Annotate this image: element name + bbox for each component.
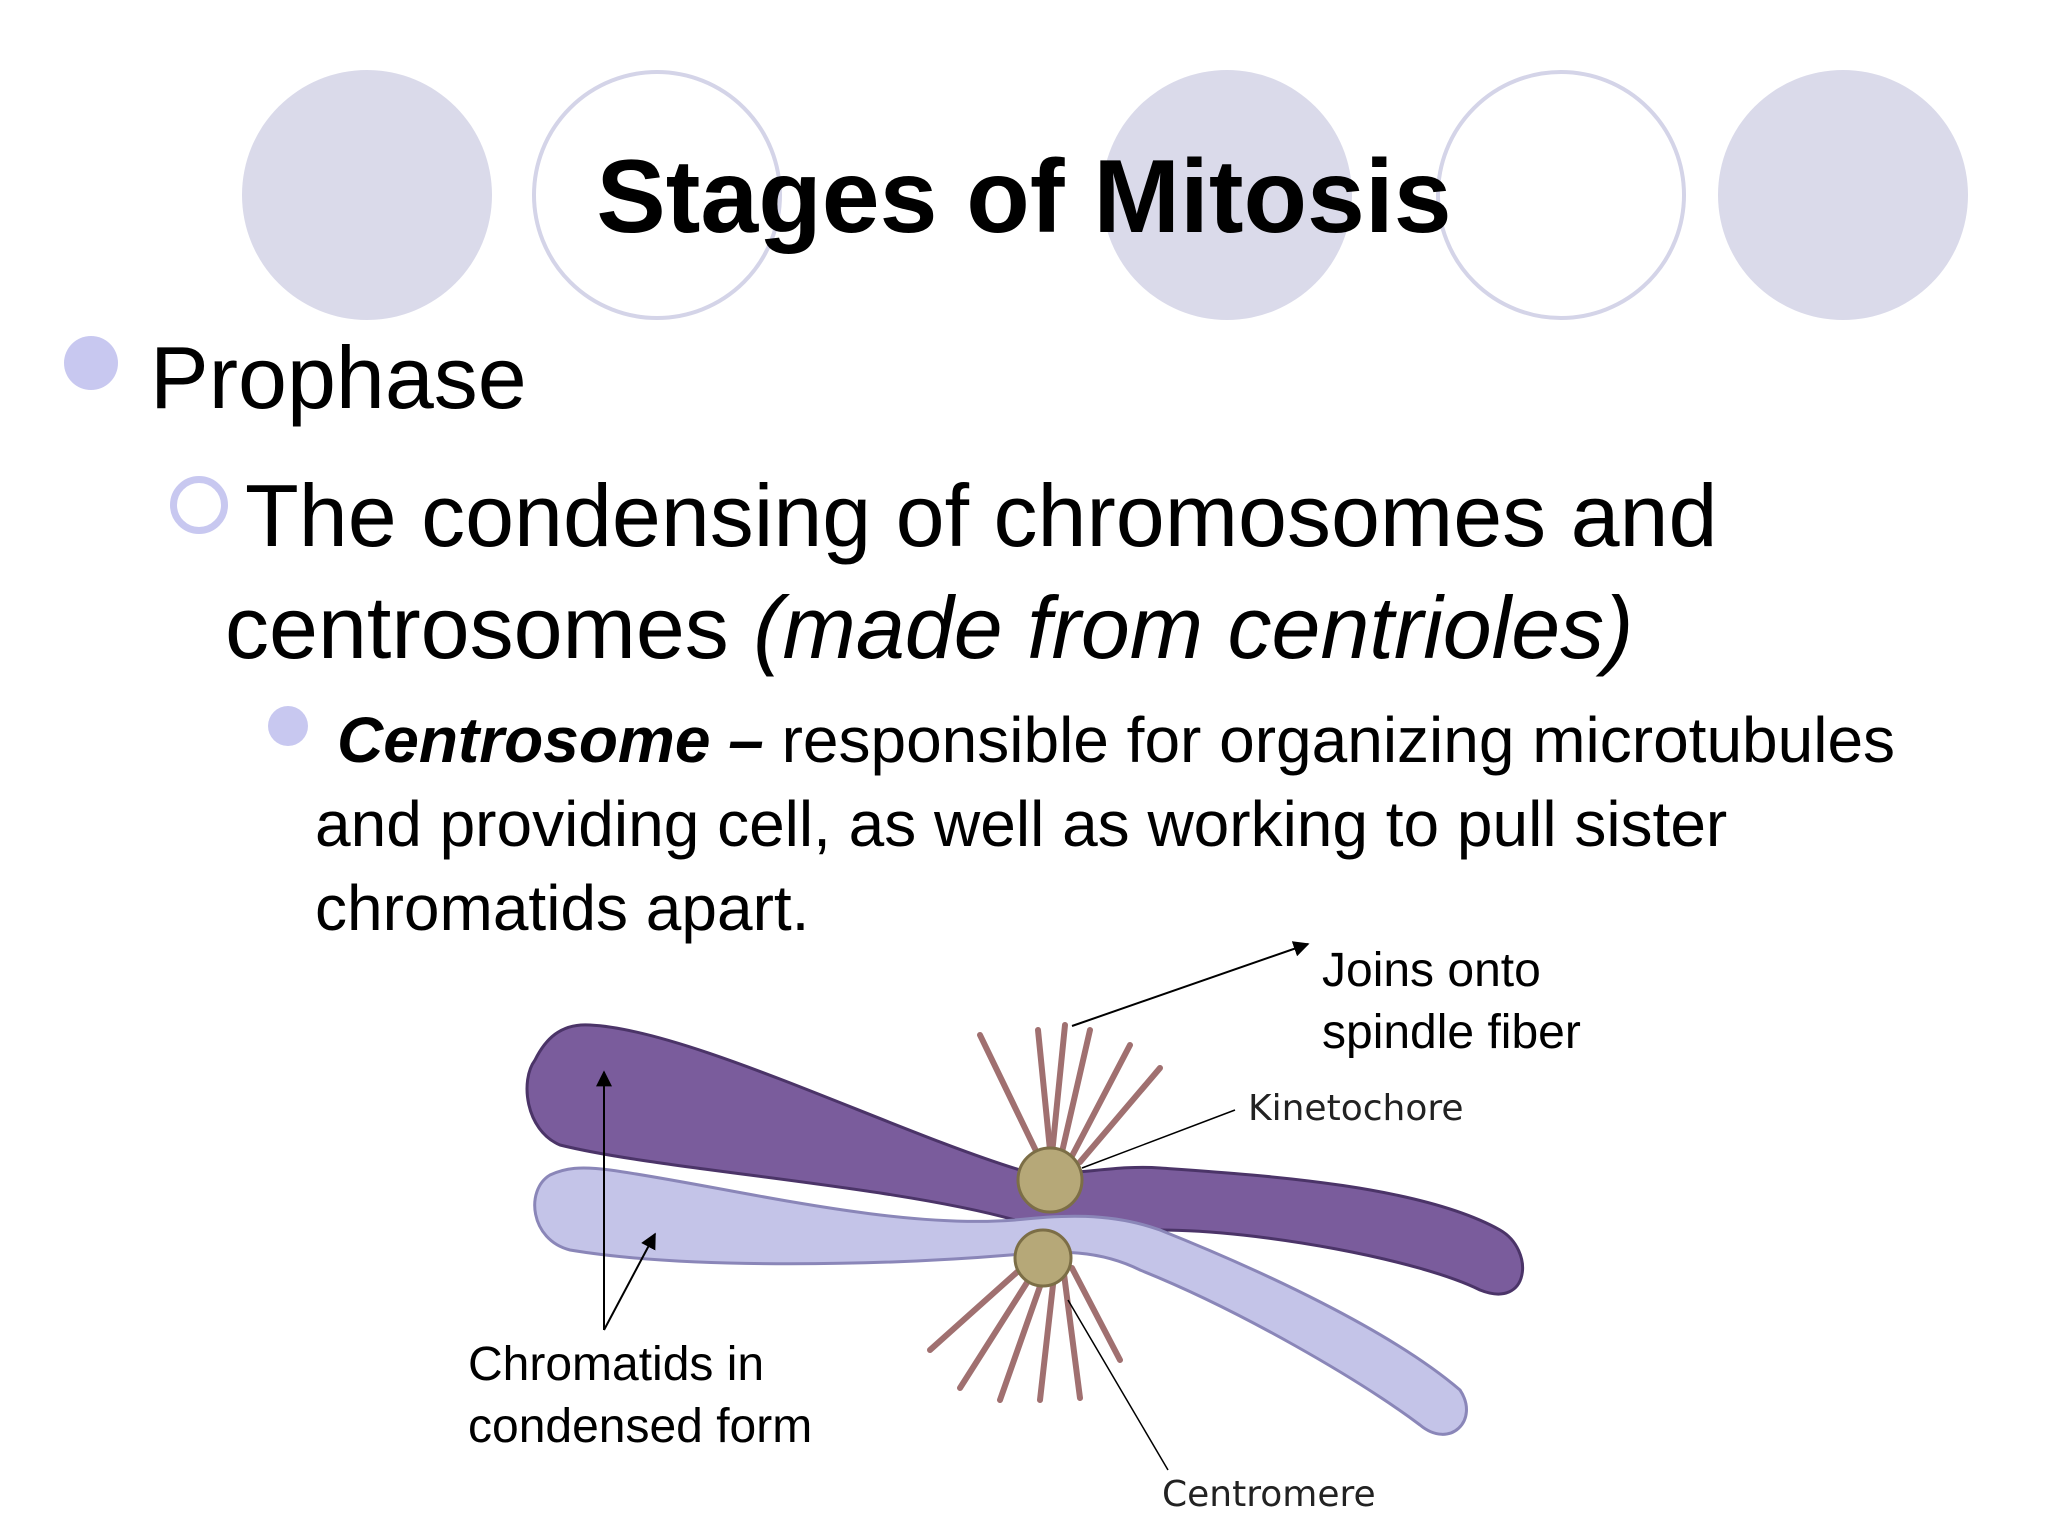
chromatid-pointer-2 [603,1232,656,1331]
chromatid-light [533,1166,1468,1436]
centrosome-description: responsible for organizing microtubules … [315,704,1896,944]
label-chromatids-line1: Chromatids in [468,1338,765,1391]
bullet-centrosome: Centrosome – responsible for organizing … [315,698,1975,950]
label-spindle-fiber: Joins onto spindle fiber [1322,940,1581,1064]
bullet-condensing-text: The condensing of chromosomes and centro… [225,466,1718,677]
label-spindle-line2: spindle fiber [1322,1006,1581,1059]
spindle-fibers-bottom [927,1262,1123,1403]
bullet-condensing: The condensing of chromosomes and centro… [225,460,1945,684]
decor-circle-1 [242,70,492,320]
decor-ring-1 [532,70,782,320]
bullet-dot-small-icon [268,706,308,746]
bullet-condensing-italic: (made from centrioles) [753,578,1634,677]
kinetochore-bottom [1013,1228,1073,1288]
label-spindle-line1: Joins onto [1322,944,1541,997]
bullet-ring-icon [170,476,228,534]
bullet-prophase: Prophase [150,328,527,427]
kinetochore-top [1016,1146,1084,1214]
bullet-dot-icon [64,336,118,390]
chromatid-dark [525,1023,1524,1296]
decor-ring-2 [1436,70,1686,320]
centrosome-term: Centrosome – [337,704,764,776]
centromere-pointer [1067,1299,1169,1471]
chromosome-diagram: Joins onto spindle fiber Kinetochore Chr… [440,930,1660,1520]
spindle-fibers-top [977,1022,1163,1165]
kinetochore-pointer [1081,1109,1236,1169]
label-kinetochore: Kinetochore [1248,1088,1464,1129]
spindle-pointer [1071,941,1310,1027]
chromosome-illustration [525,941,1524,1471]
decor-circle-2 [1102,70,1352,320]
slide-title: Stages of Mitosis [596,139,1452,255]
label-chromatids: Chromatids in condensed form [468,1334,812,1458]
decor-circle-3 [1718,70,1968,320]
label-chromatids-line2: condensed form [468,1400,813,1453]
label-centromere: Centromere [1162,1474,1376,1515]
